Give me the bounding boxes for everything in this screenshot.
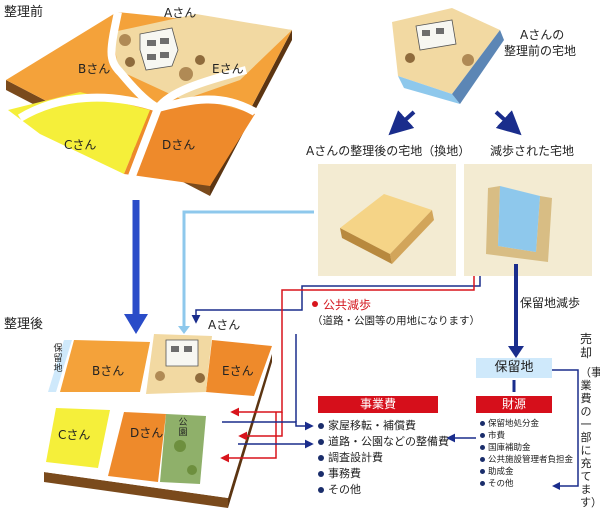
funding-header: 財源	[476, 396, 552, 413]
expense-item: 家屋移転・補償費	[316, 418, 449, 434]
public-reduction-line	[230, 260, 475, 417]
after-reserve-label: 保留地	[53, 344, 63, 374]
expense-item: その他	[316, 482, 449, 498]
funding-item: 助成金	[478, 466, 573, 478]
before-title: 整理前	[4, 5, 44, 20]
arrow-to-replot	[388, 110, 416, 136]
funding-item: 市費	[478, 430, 573, 442]
before-lot-c-label: Cさん	[64, 138, 97, 152]
expense-item: 道路・公園などの整備費	[316, 434, 449, 450]
after-map	[44, 334, 272, 508]
before-lot-e-label: Eさん	[212, 62, 244, 76]
funding-item: 保留地処分金	[478, 418, 573, 430]
arrow-to-reduced	[494, 110, 522, 136]
after-title: 整理後	[4, 317, 44, 332]
after-lot-b-label: Bさん	[92, 364, 125, 378]
reserve-land-box: 保留地	[476, 358, 552, 378]
a-replot-label: Aさんの整理後の宅地（換地）	[306, 144, 471, 158]
funding-item: 国庫補助金	[478, 442, 573, 454]
a-original-line1: Aさんの	[520, 28, 565, 42]
before-lot-b-label: Bさん	[78, 62, 111, 76]
before-map	[6, 11, 292, 196]
after-lot-e-label: Eさん	[222, 364, 254, 378]
a-original-line2: 整理前の宅地	[504, 44, 577, 58]
after-lot-a-label: Aさん	[208, 318, 241, 332]
expenses-header: 事業費	[318, 396, 438, 413]
sale-label: 売却	[579, 332, 592, 360]
sale-note: （事業費の一部に充てます）	[580, 366, 600, 509]
funding-list: 保留地処分金 市費 国庫補助金 公共施設管理者負担金 助成金 その他	[478, 418, 573, 490]
before-lot-d-label: Dさん	[162, 138, 196, 152]
before-lot-a-label: Aさん	[164, 6, 197, 20]
replot-flow-line	[182, 210, 314, 330]
reduced-label: 減歩された宅地	[490, 144, 575, 158]
public-reduction-sub: （道路・公園等の用地になります）	[312, 315, 480, 327]
after-lot-c-label: Cさん	[58, 428, 91, 442]
funding-item: 公共施設管理者負担金	[478, 454, 573, 466]
expense-item: 事務費	[316, 466, 449, 482]
a-original-lot	[392, 8, 504, 104]
after-park-label: 公園	[178, 418, 188, 438]
after-lot-d-label: Dさん	[130, 426, 164, 440]
reserve-reduction-label: 保留地減歩	[520, 296, 581, 310]
public-reduction-title: 公共減歩	[312, 298, 371, 312]
expense-item: 調査設計費	[316, 450, 449, 466]
reduction-flow-line	[191, 262, 481, 324]
replot-lot-icon	[340, 194, 432, 254]
expenses-list: 家屋移転・補償費 道路・公園などの整備費 調査設計費 事務費 その他	[316, 418, 449, 498]
sale-bracket	[552, 369, 579, 487]
bullet-icon	[312, 301, 318, 307]
funding-item: その他	[478, 478, 573, 490]
public-reduction-text: 公共減歩	[323, 298, 372, 312]
